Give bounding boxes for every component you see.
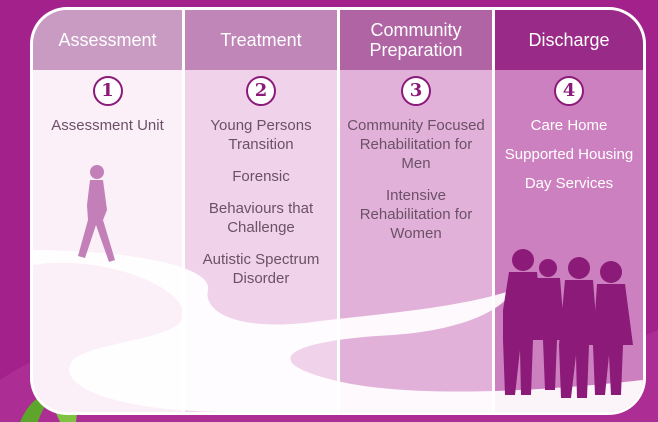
stage-items: Care Home Supported Housing Day Services <box>495 116 643 203</box>
stage-item: Forensic <box>232 168 290 185</box>
stage-item: Assessment Unit <box>51 117 164 134</box>
stage-item: Behaviours that Challenge <box>208 200 314 236</box>
stage-items: Assessment Unit <box>33 116 182 148</box>
stage-items: Young Persons Transition Forensic Behavi… <box>185 116 337 301</box>
pathway-panel: Assessment 1 Assessment Unit Treatment 2… <box>33 10 643 412</box>
stage-header: Assessment <box>33 10 182 70</box>
stage-column-treatment: Treatment 2 Young Persons Transition For… <box>185 10 340 412</box>
stage-header: Community Preparation <box>340 10 492 70</box>
stage-number-badge: 1 <box>92 76 123 106</box>
stage-number-badge: 3 <box>401 76 431 106</box>
stage-column-community-preparation: Community Preparation 3 Community Focuse… <box>340 10 495 412</box>
stage-column-discharge: Discharge 4 Care Home Supported Housing … <box>495 10 643 412</box>
stage-item: Supported Housing <box>504 146 634 163</box>
stage-item: Intensive Rehabilitation for Women <box>359 187 473 242</box>
stage-item: Day Services <box>524 175 614 192</box>
stage-item: Autistic Spectrum Disorder <box>202 251 320 287</box>
stage-items: Community Focused Rehabilitation for Men… <box>340 116 492 256</box>
stage-number-badge: 2 <box>246 76 276 106</box>
stage-item: Community Focused Rehabilitation for Men <box>347 117 485 172</box>
stage-header: Discharge <box>495 10 643 70</box>
stage-column-assessment: Assessment 1 Assessment Unit <box>33 10 185 412</box>
stage-item: Young Persons Transition <box>210 117 312 153</box>
stage-number-badge: 4 <box>554 76 584 106</box>
stage-header: Treatment <box>185 10 337 70</box>
stage-item: Care Home <box>530 117 608 134</box>
